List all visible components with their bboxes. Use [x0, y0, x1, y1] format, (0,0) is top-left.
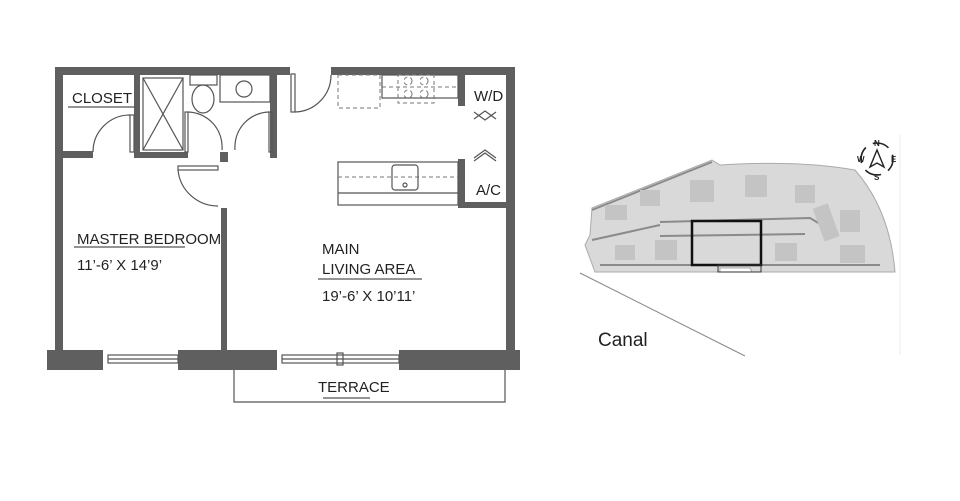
compass-w: W — [857, 155, 865, 164]
canal-edge — [579, 272, 746, 357]
kitchen-counter — [337, 74, 459, 109]
wall-ac — [458, 159, 465, 207]
wall-ac-bottom — [458, 202, 506, 208]
bedroom-door[interactable] — [177, 165, 219, 207]
canal-label: Canal — [598, 330, 648, 351]
wall-shower-left — [134, 75, 140, 158]
master-bedroom-dims: 11’-6’ X 14’9’ — [77, 257, 162, 274]
shower-icon — [142, 77, 184, 151]
compass-n: N — [874, 139, 880, 148]
entry-door[interactable] — [290, 73, 332, 113]
compass-icon: N S E W — [857, 139, 897, 182]
main-living-label-line2: LIVING AREA — [322, 261, 415, 278]
main-living-label-line1: MAIN — [322, 241, 360, 258]
wall-bath-right — [270, 75, 277, 158]
wall-bottom-block — [178, 350, 277, 370]
closet-door[interactable] — [92, 114, 135, 153]
wall-right — [506, 67, 515, 357]
wall-bottom-block — [399, 350, 520, 370]
ac-label: A/C — [476, 182, 501, 199]
compass-e: E — [891, 155, 897, 164]
chevron-down-icon — [473, 111, 497, 121]
wall-wd — [458, 75, 465, 106]
wall-shower-bottom — [134, 152, 188, 158]
bath-door[interactable] — [184, 111, 273, 153]
terrace-outline — [233, 370, 506, 403]
key-plan: Canal — [579, 159, 896, 357]
wall-bath-stub — [220, 152, 228, 162]
wall-top-right — [331, 67, 515, 75]
unit-floor-plan: CLOSET W/D A/C MASTER BEDROOM 11’-6’ X 1… — [47, 67, 520, 403]
chevron-up-icon — [473, 149, 497, 159]
sink-icon — [219, 74, 271, 103]
terrace-label: TERRACE — [318, 379, 390, 396]
kitchen-island — [337, 161, 459, 206]
wall-bottom-block — [47, 350, 103, 370]
wall-closet — [63, 151, 93, 158]
bedroom-window — [107, 354, 179, 364]
toilet-icon — [189, 74, 218, 114]
master-bedroom-label: MASTER BEDROOM — [77, 231, 221, 248]
wall-left — [55, 67, 63, 357]
compass-s: S — [874, 173, 880, 182]
living-sliding-door[interactable] — [281, 352, 400, 366]
main-living-dims: 19’-6’ X 10’11’ — [322, 288, 415, 305]
wall-bedroom-living — [221, 208, 227, 351]
closet-label: CLOSET — [72, 90, 132, 107]
wall-top-left — [55, 67, 290, 75]
kitchen-sink-icon — [391, 164, 419, 191]
chevron-down-icon — [473, 110, 497, 120]
chevron-up-icon — [473, 152, 497, 162]
wd-label: W/D — [474, 88, 503, 105]
